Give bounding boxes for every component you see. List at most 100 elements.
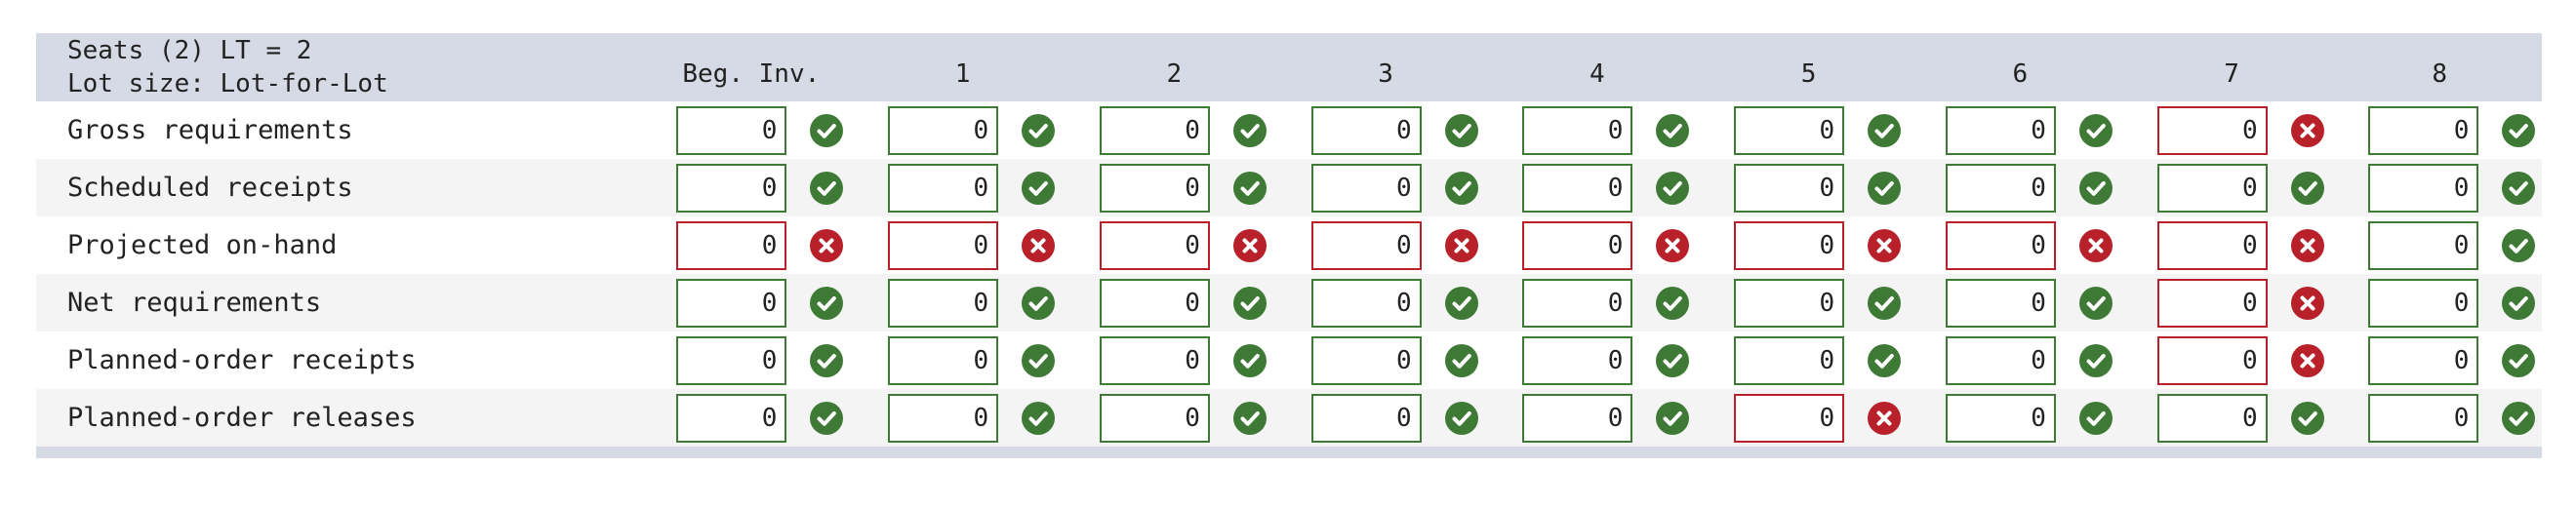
period-cell — [1914, 159, 2126, 216]
check-circle-icon — [1232, 343, 1267, 377]
net-requirements-period-1-input[interactable] — [888, 278, 999, 328]
period-cell — [857, 216, 1068, 274]
lot-size-line: Lot size: Lot-for-Lot — [67, 69, 388, 98]
period-cell — [645, 101, 857, 159]
check-circle-icon — [810, 113, 844, 147]
planned-order-receipts-period-2-input[interactable] — [1099, 335, 1210, 385]
cell-wrapper — [1703, 335, 1914, 385]
planned-order-receipts-period-5-input[interactable] — [1734, 335, 1845, 385]
net-requirements-period-3-input[interactable] — [1310, 278, 1422, 328]
planned-order-receipts-period-3-input[interactable] — [1310, 335, 1422, 385]
period-cell — [2337, 216, 2542, 274]
period-cell — [1491, 216, 1703, 274]
projected-on-hand-period-6-input[interactable] — [1945, 220, 2056, 270]
cell-wrapper — [2126, 220, 2338, 270]
scheduled-receipts-period-5-input[interactable] — [1734, 163, 1845, 213]
row-scheduled-receipts: Scheduled receipts — [36, 159, 2542, 216]
planned-order-releases-period-2-input[interactable] — [1099, 393, 1210, 443]
gross-requirements-period-2-input[interactable] — [1099, 105, 1210, 155]
net-requirements-period-7-input[interactable] — [2156, 278, 2268, 328]
projected-on-hand-period-1-input[interactable] — [888, 220, 999, 270]
planned-order-receipts-period-0-input[interactable] — [676, 335, 787, 385]
scheduled-receipts-period-2-input[interactable] — [1099, 163, 1210, 213]
period-header-6: 6 — [2012, 59, 2029, 89]
gross-requirements-period-1-input[interactable] — [888, 105, 999, 155]
net-requirements-period-2-input[interactable] — [1099, 278, 1210, 328]
cell-wrapper — [1914, 163, 2126, 213]
x-circle-icon — [1868, 228, 1902, 262]
net-requirements-period-0-input[interactable] — [676, 278, 787, 328]
x-circle-icon — [1022, 228, 1056, 262]
scheduled-receipts-period-0-input[interactable] — [676, 163, 787, 213]
planned-order-receipts-period-8-input[interactable] — [2368, 335, 2479, 385]
scheduled-receipts-period-6-input[interactable] — [1945, 163, 2056, 213]
period-cell — [645, 274, 857, 332]
planned-order-releases-period-6-input[interactable] — [1945, 393, 2056, 443]
projected-on-hand-period-5-input[interactable] — [1734, 220, 1845, 270]
cell-wrapper — [2126, 105, 2338, 155]
item-description: Seats (2) LT = 2 Lot size: Lot-for-Lot — [36, 33, 645, 101]
check-circle-icon — [2078, 113, 2113, 147]
projected-on-hand-period-0-input[interactable] — [676, 220, 787, 270]
net-requirements-period-5-input[interactable] — [1734, 278, 1845, 328]
planned-order-receipts-period-1-input[interactable] — [888, 335, 999, 385]
scheduled-receipts-period-8-input[interactable] — [2368, 163, 2479, 213]
cell-wrapper — [1491, 105, 1703, 155]
cell-wrapper — [1068, 393, 1280, 443]
cell-wrapper — [1491, 393, 1703, 443]
planned-order-releases-period-3-input[interactable] — [1310, 393, 1422, 443]
check-circle-icon — [1022, 401, 1056, 435]
cell-wrapper — [2126, 335, 2338, 385]
period-cell — [1491, 332, 1703, 389]
scheduled-receipts-period-4-input[interactable] — [1522, 163, 1633, 213]
gross-requirements-period-8-input[interactable] — [2368, 105, 2479, 155]
projected-on-hand-period-8-input[interactable] — [2368, 220, 2479, 270]
net-requirements-period-4-input[interactable] — [1522, 278, 1633, 328]
planned-order-releases-period-8-input[interactable] — [2368, 393, 2479, 443]
planned-order-receipts-period-7-input[interactable] — [2156, 335, 2268, 385]
cell-wrapper — [2337, 220, 2542, 270]
cell-wrapper — [645, 393, 857, 443]
mrp-table: Seats (2) LT = 2 Lot size: Lot-for-Lot B… — [36, 33, 2542, 458]
planned-order-releases-period-0-input[interactable] — [676, 393, 787, 443]
cell-wrapper — [1703, 278, 1914, 328]
gross-requirements-period-5-input[interactable] — [1734, 105, 1845, 155]
planned-order-releases-period-4-input[interactable] — [1522, 393, 1633, 443]
period-cell — [1068, 216, 1280, 274]
net-requirements-period-6-input[interactable] — [1945, 278, 2056, 328]
projected-on-hand-period-4-input[interactable] — [1522, 220, 1633, 270]
cell-wrapper — [2126, 393, 2338, 443]
row-label: Planned-order releases — [67, 403, 417, 433]
net-requirements-period-8-input[interactable] — [2368, 278, 2479, 328]
period-cell — [1280, 159, 1492, 216]
scheduled-receipts-period-1-input[interactable] — [888, 163, 999, 213]
cell-wrapper — [857, 163, 1068, 213]
projected-on-hand-period-7-input[interactable] — [2156, 220, 2268, 270]
scheduled-receipts-period-3-input[interactable] — [1310, 163, 1422, 213]
period-header-7: 7 — [2224, 59, 2239, 89]
period-cell — [645, 216, 857, 274]
period-cell — [1068, 332, 1280, 389]
gross-requirements-period-3-input[interactable] — [1310, 105, 1422, 155]
planned-order-receipts-period-6-input[interactable] — [1945, 335, 2056, 385]
gross-requirements-period-0-input[interactable] — [676, 105, 787, 155]
check-circle-icon — [1444, 286, 1478, 320]
planned-order-releases-period-7-input[interactable] — [2156, 393, 2268, 443]
scheduled-receipts-period-7-input[interactable] — [2156, 163, 2268, 213]
period-cell — [1914, 101, 2126, 159]
gross-requirements-period-6-input[interactable] — [1945, 105, 2056, 155]
check-circle-icon — [1656, 171, 1690, 205]
projected-on-hand-period-2-input[interactable] — [1099, 220, 1210, 270]
projected-on-hand-period-3-input[interactable] — [1310, 220, 1422, 270]
period-cell — [857, 274, 1068, 332]
planned-order-releases-period-5-input[interactable] — [1734, 393, 1845, 443]
planned-order-receipts-period-4-input[interactable] — [1522, 335, 1633, 385]
x-circle-icon — [810, 228, 844, 262]
gross-requirements-period-7-input[interactable] — [2156, 105, 2268, 155]
row-gross-requirements: Gross requirements — [36, 101, 2542, 159]
check-circle-icon — [2502, 286, 2536, 320]
x-circle-icon — [2290, 113, 2324, 147]
period-cell — [2126, 389, 2338, 447]
planned-order-releases-period-1-input[interactable] — [888, 393, 999, 443]
gross-requirements-period-4-input[interactable] — [1522, 105, 1633, 155]
